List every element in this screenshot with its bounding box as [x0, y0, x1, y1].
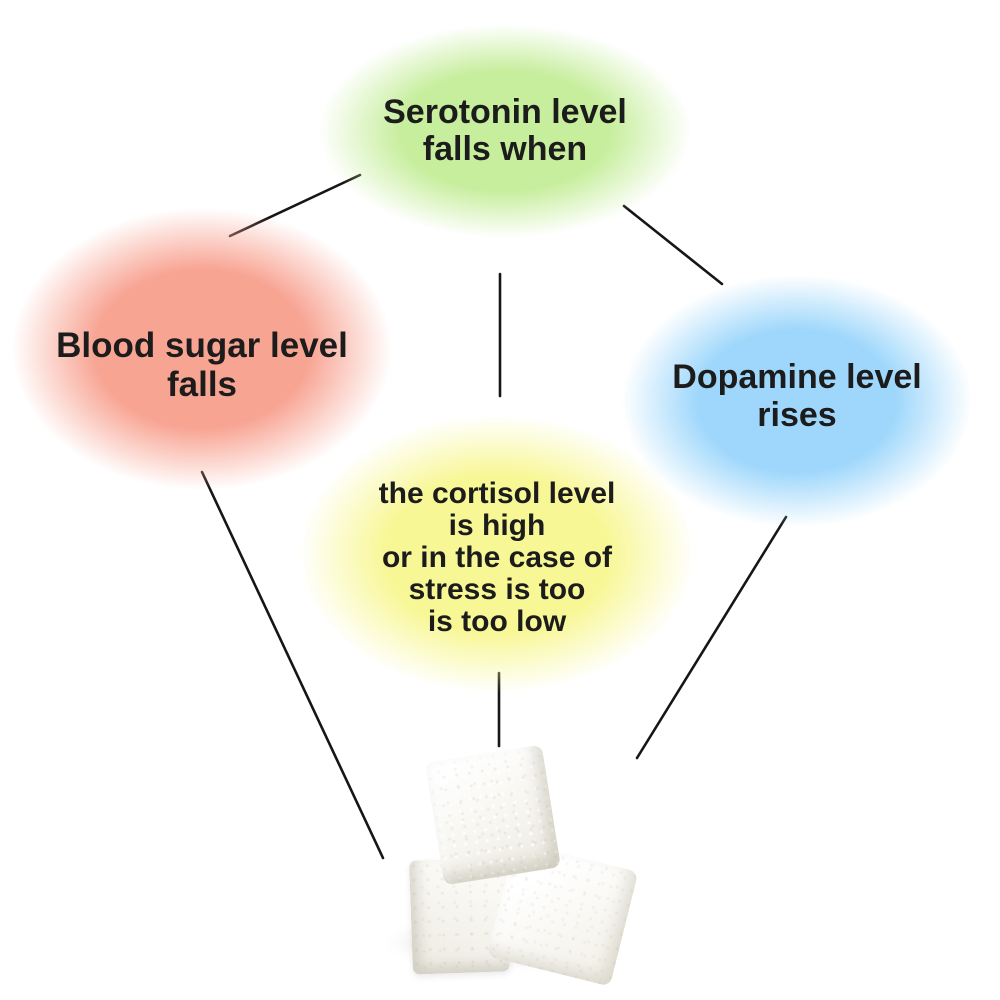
node-serotonin-label: Serotonin level falls when: [383, 93, 627, 168]
node-blood-sugar-blob: [8, 205, 396, 493]
connector-bloodsugar-sugarcubes: [200, 470, 385, 860]
node-dopamine-label: Dopamine level rises: [672, 358, 922, 434]
node-serotonin-blob: [315, 22, 695, 240]
node-cortisol-label: the cortisol level is high or in the cas…: [378, 477, 616, 638]
node-dopamine-blob: [618, 272, 976, 530]
sugar-cube-top: [425, 744, 561, 886]
connector-dopamine-sugarcubes: [635, 515, 788, 760]
node-blood-sugar-label: Blood sugar level falls: [56, 326, 348, 404]
node-cortisol-blob: [295, 412, 699, 696]
connector-serotonin-dopamine: [622, 204, 724, 286]
sugar-cubes-image: [370, 744, 650, 987]
